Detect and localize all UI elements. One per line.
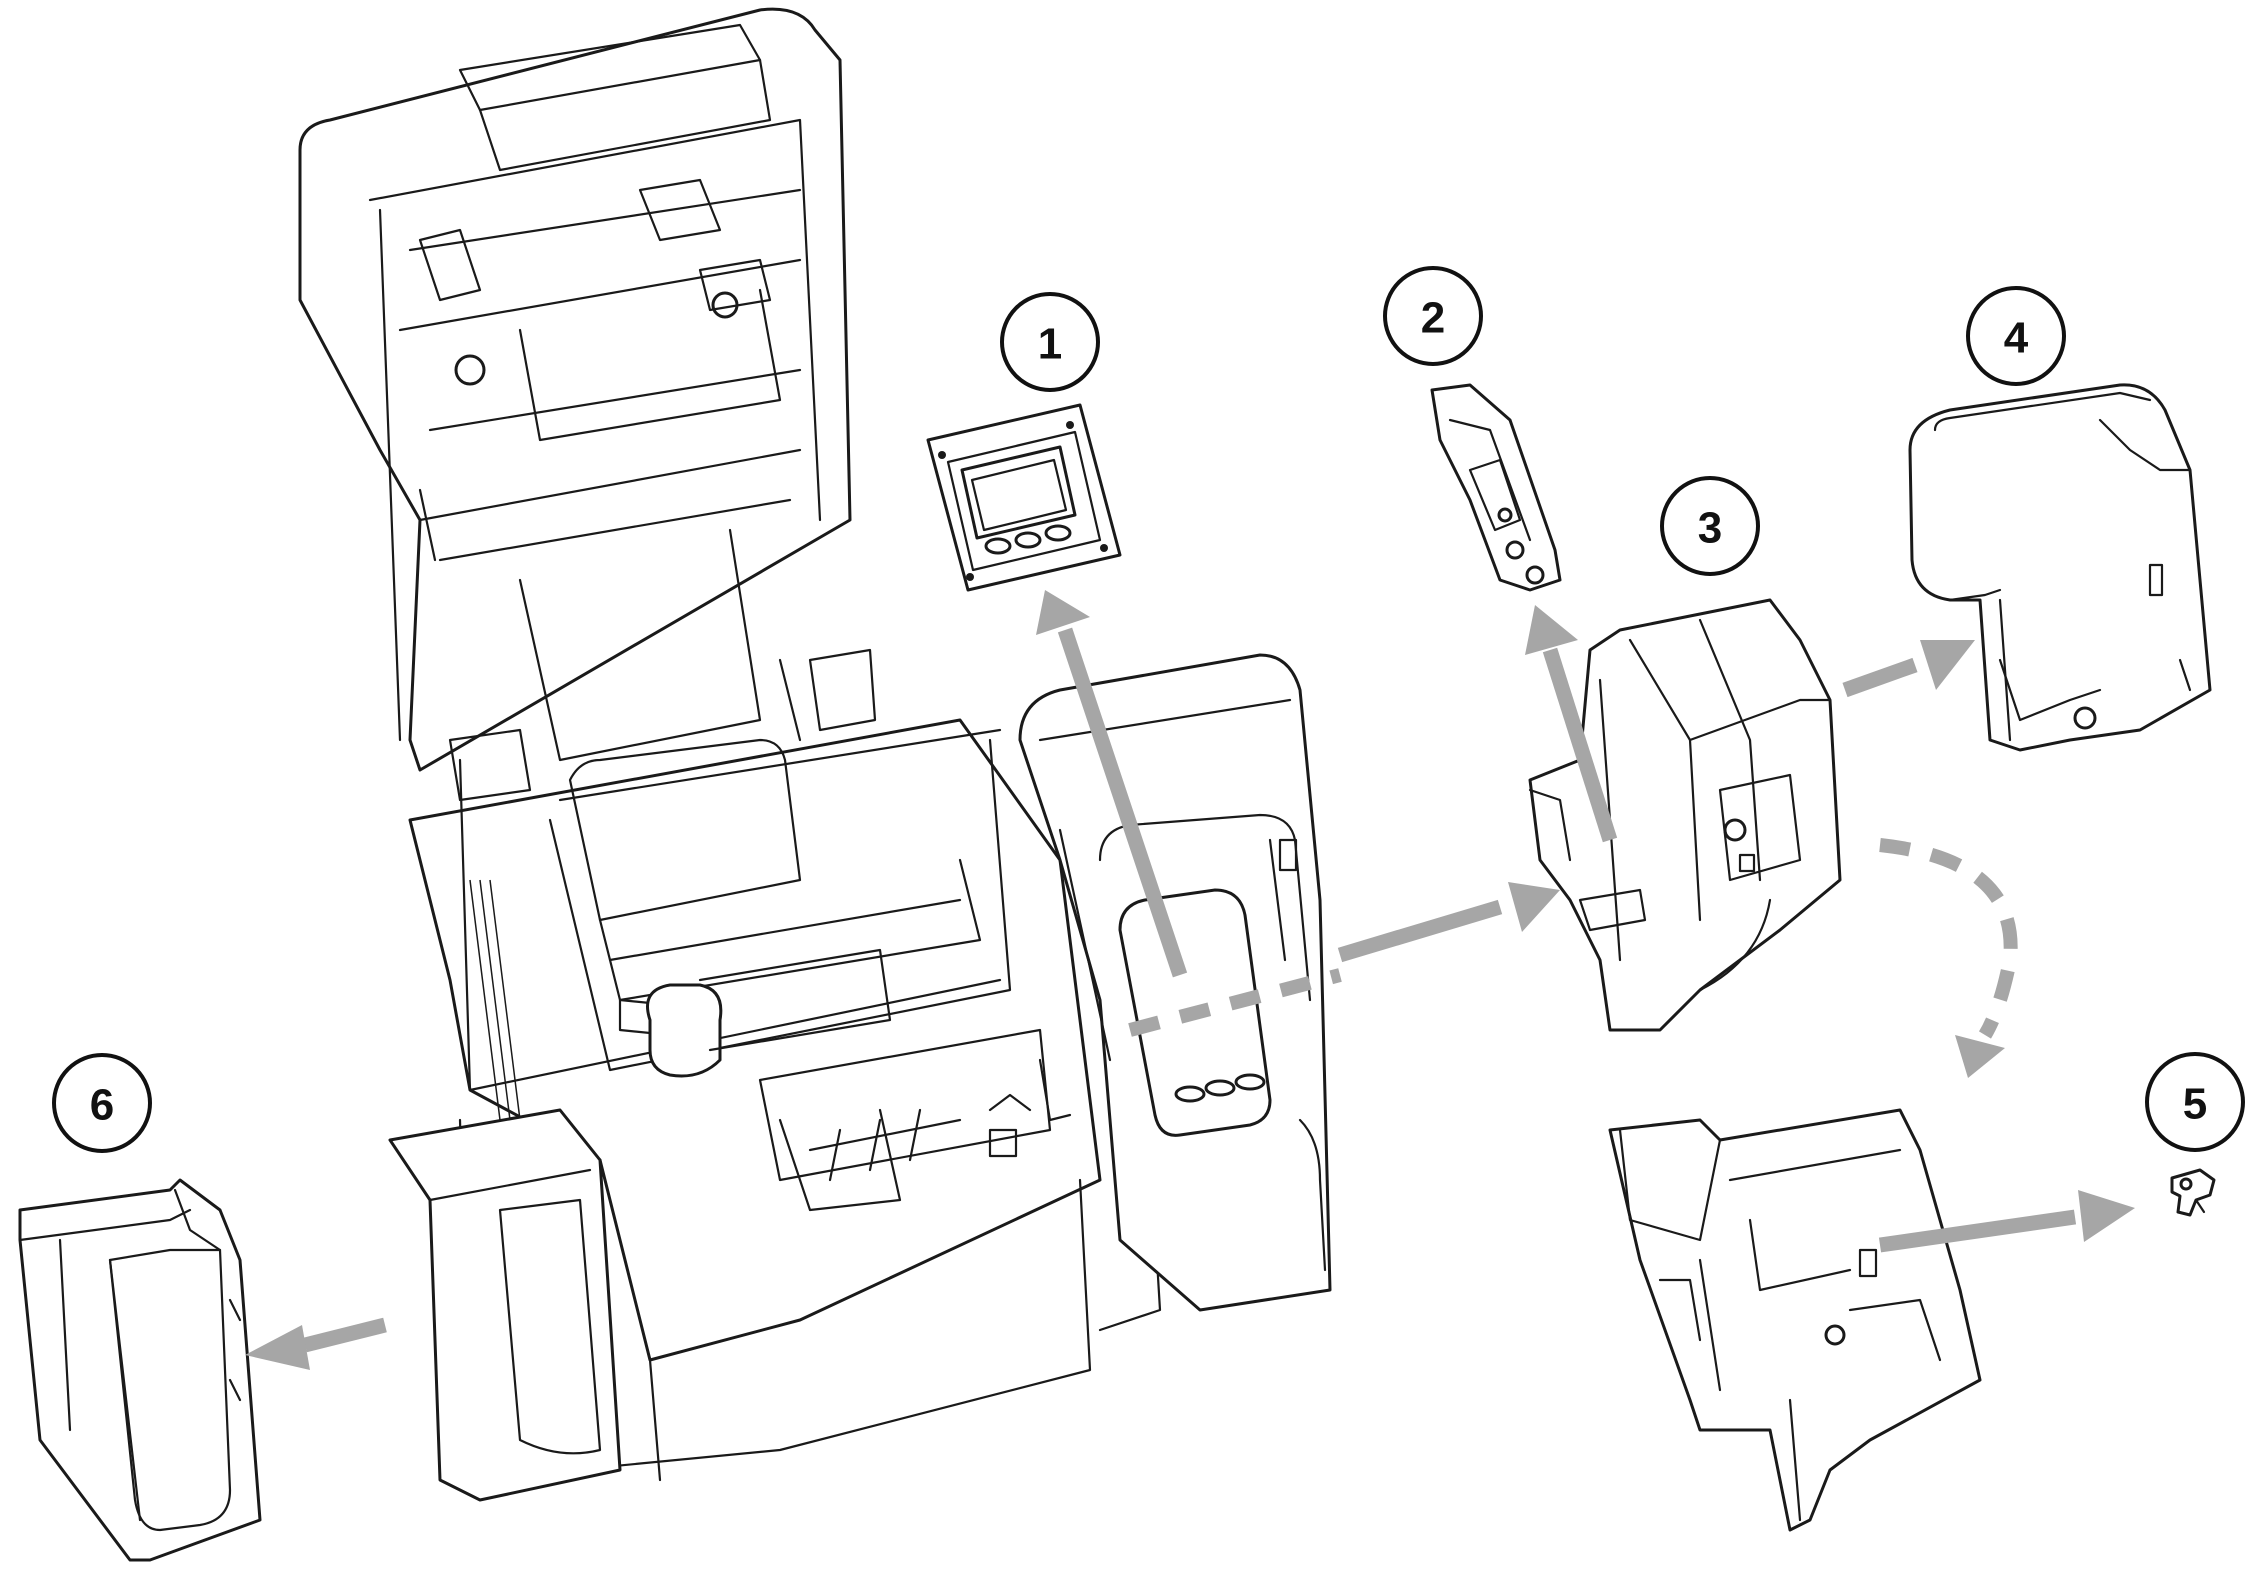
arrow-to-part-3 bbox=[1337, 899, 1503, 963]
arrow-head-1 bbox=[1036, 590, 1090, 635]
arrow-to-part-4 bbox=[1842, 657, 1918, 698]
arrow-to-part-6 bbox=[303, 1317, 387, 1353]
arrow-to-part-1 bbox=[1057, 627, 1188, 978]
callout-5: 5 bbox=[2145, 1052, 2245, 1152]
arrow-to-part-2 bbox=[1542, 647, 1618, 843]
dashed-curve-arrow bbox=[1879, 838, 2018, 1039]
part-3-frame bbox=[1528, 598, 1842, 1032]
callout-6: 6 bbox=[52, 1053, 152, 1153]
arrows bbox=[245, 590, 2135, 1370]
printer-body bbox=[298, 7, 1332, 1482]
lower-frame-assembly bbox=[1608, 1108, 1982, 1532]
callout-2: 2 bbox=[1383, 266, 1483, 366]
callout-label: 3 bbox=[1698, 504, 1722, 553]
part-2-bracket bbox=[1430, 383, 1562, 592]
part-4-cover bbox=[1908, 383, 2212, 752]
callout-label: 2 bbox=[1421, 294, 1445, 343]
arrow-head-6 bbox=[245, 1325, 310, 1370]
callout-3: 3 bbox=[1660, 476, 1760, 576]
callout-label: 5 bbox=[2183, 1080, 2207, 1129]
callout-label: 1 bbox=[1038, 320, 1062, 369]
part-6-hopper-module bbox=[18, 1108, 622, 1562]
callout-label: 6 bbox=[90, 1081, 114, 1130]
callout-4: 4 bbox=[1966, 286, 2066, 386]
arrow-head-4 bbox=[1920, 640, 1975, 690]
callout-1: 1 bbox=[1000, 292, 1100, 392]
arrow-head-3 bbox=[1508, 882, 1560, 932]
part-1-control-panel bbox=[926, 403, 1122, 592]
dashed-curve-arrow-head bbox=[1955, 1035, 2005, 1078]
callout-label: 4 bbox=[2004, 314, 2029, 363]
arrow-head-2 bbox=[1525, 605, 1578, 655]
part-5-clip bbox=[2170, 1168, 2216, 1217]
dashed-guide-front bbox=[1128, 968, 1342, 1037]
arrow-to-part-5 bbox=[1878, 1209, 2077, 1253]
arrow-head-5 bbox=[2078, 1190, 2135, 1242]
